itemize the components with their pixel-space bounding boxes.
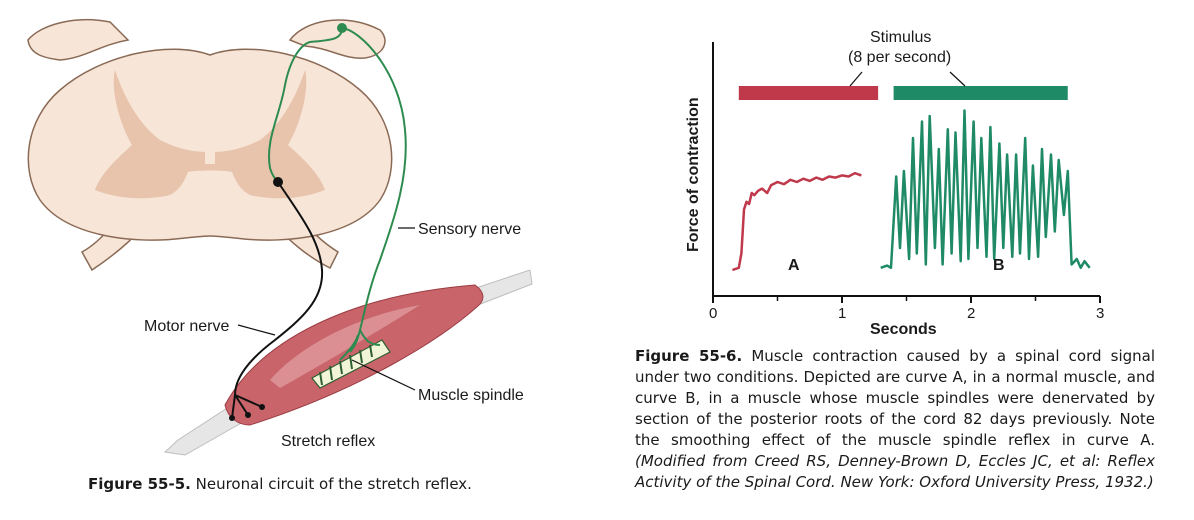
stimulus-bar-a [738,86,879,100]
figure-55-6-caption: Figure 55-6. Muscle contraction caused b… [635,346,1155,493]
x-axis-label: Seconds [870,321,937,338]
figure-55-5-text: Neuronal circuit of the stretch reflex. [195,475,472,493]
motor-ending-2 [245,412,251,418]
x-tick-label: 2 [967,305,975,322]
series-line-b [880,109,1091,270]
left-dorsal-root [27,18,130,61]
motor-nerve-leader [237,324,276,336]
motor-neuron-body [273,177,283,187]
spinal-cord-illustration [27,18,393,272]
figure-55-6-text: Muscle contraction caused by a spinal co… [635,347,1155,449]
sensory-nerve-path [268,27,407,361]
figure-55-5-caption: Figure 55-5. Neuronal circuit of the str… [88,474,508,495]
y-axis-label: Force of contraction [685,97,702,252]
stimulus-rate-label: (8 per second) [848,49,951,66]
muscle-spindle-label: Muscle spindle [418,387,524,404]
muscle-spindle-leader [351,359,416,391]
x-tick-label: 0 [709,305,717,322]
stimulus-label: Stimulus [870,29,931,46]
muscle-highlight [270,305,420,388]
x-tick-label: 1 [838,305,846,322]
spinal-cord-body [27,48,393,241]
muscle-spindle [311,339,391,389]
sensory-ganglion [337,23,347,33]
sensory-nerve-label: Sensory nerve [418,221,521,238]
stimulus-bar-b [893,86,1068,100]
right-dorsal-root [288,19,386,59]
series-a-label: A [788,257,800,274]
x-tick-label: 3 [1096,305,1104,322]
muscle-illustration [163,269,533,456]
figure-55-6-citation: (Modified from Creed RS, Denney-Brown D,… [635,452,1155,491]
motor-ending-1 [229,415,235,421]
central-canal [205,150,215,164]
motor-nerve-path [231,181,324,419]
stretch-reflex-label: Stretch reflex [281,433,375,450]
figure-55-5-number: Figure 55-5. [88,475,191,493]
series-b-label: B [993,257,1005,274]
contraction-chart: Force of contraction Seconds Stimulus (8… [685,29,1104,338]
stimulus-leader-a [849,71,863,87]
gray-matter [95,70,325,199]
figure-55-6-number: Figure 55-6. [635,347,743,365]
motor-ending-3 [259,404,265,410]
stimulus-leader-b [949,71,966,87]
motor-nerve-label: Motor nerve [144,318,229,335]
series-line-a [731,171,862,272]
